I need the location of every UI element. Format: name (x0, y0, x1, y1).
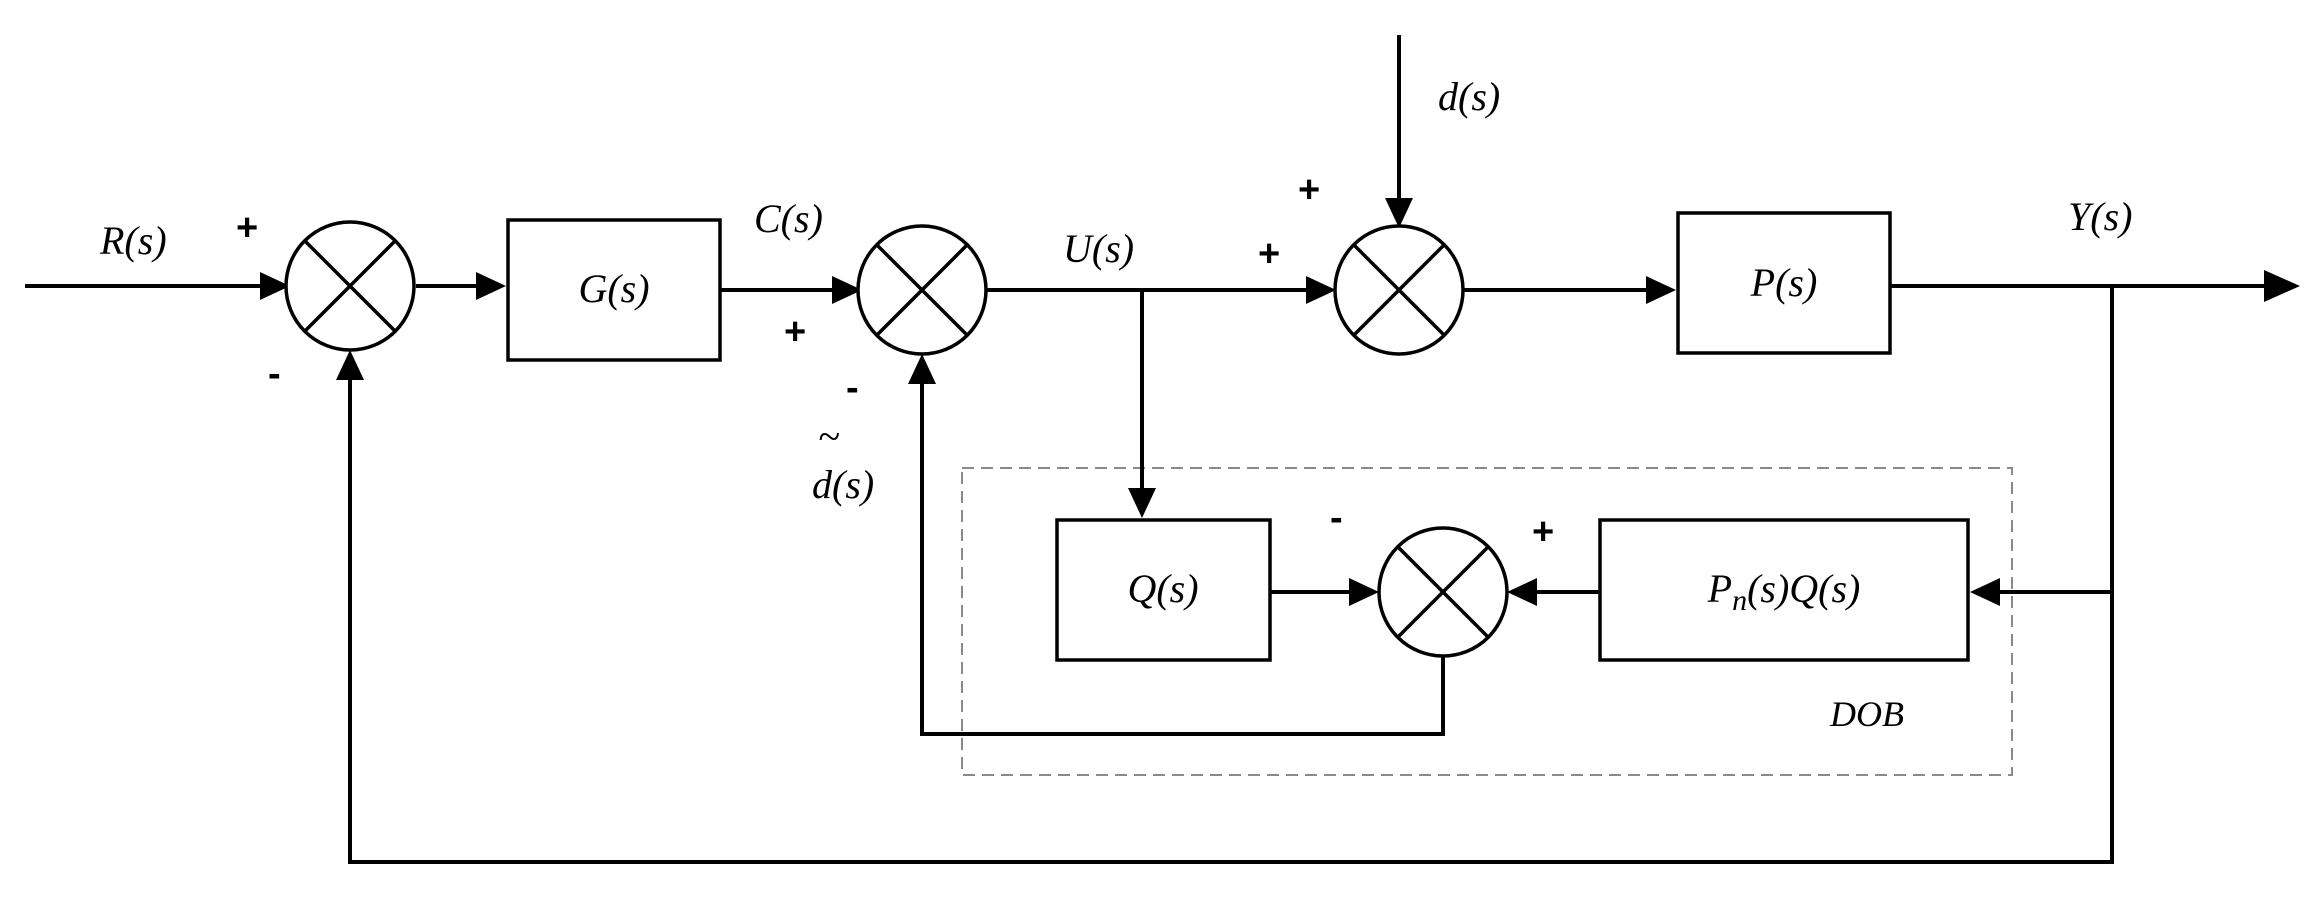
sign-sum3-input: + (1258, 233, 1280, 275)
arrow-into-g (476, 272, 506, 300)
sign-sum2-input: + (784, 311, 806, 353)
arrow-q-into-sum4 (1349, 578, 1379, 606)
sum-junction-1 (284, 220, 416, 352)
block-q-label: Q(s) (1127, 566, 1198, 611)
dob-label: DOB (1829, 694, 1904, 734)
signal-r-label: R(s) (99, 218, 167, 263)
signal-u-label: U(s) (1063, 226, 1134, 271)
block-g (506, 218, 722, 362)
block-pnq (1598, 518, 1970, 662)
sum-junction-2 (856, 224, 988, 356)
sign-sum1-input: + (236, 207, 258, 249)
dob-boundary (961, 467, 2013, 776)
sum-junction-4 (1377, 526, 1509, 658)
sign-sum3-disturbance: + (1298, 169, 1320, 211)
arrow-disturbance (1385, 198, 1413, 228)
sum-junction-3 (1333, 224, 1465, 356)
block-pnq-subscript: n (1732, 584, 1747, 617)
wire-dhat-feedback (920, 364, 1445, 736)
wire-outer-feedback (348, 286, 2114, 864)
block-p (1676, 211, 1892, 355)
signal-d-label: d(s) (1438, 74, 1500, 119)
block-q (1055, 518, 1272, 662)
arrow-into-sum1 (260, 272, 290, 300)
arrow-into-q (1128, 488, 1156, 518)
arrow-output (2264, 270, 2300, 302)
arrow-into-pnq (1970, 578, 2000, 606)
sign-sum2-feedback: - (846, 367, 859, 409)
block-p-label: P(s) (1750, 260, 1818, 305)
signal-dhat-label: d(s) (812, 462, 874, 507)
arrow-into-p (1646, 276, 1676, 304)
block-pnq-suffix: (s)Q(s) (1747, 566, 1860, 611)
sign-sum4-q: - (1330, 497, 1343, 539)
arrow-into-sum2 (832, 276, 862, 304)
sign-sum1-feedback: - (268, 353, 281, 395)
block-g-label: G(s) (578, 266, 649, 311)
arrow-outer-feedback (336, 350, 364, 380)
sign-sum4-pnq: + (1532, 511, 1554, 553)
block-pnq-label: Pn(s)Q(s) (1707, 566, 1861, 617)
block-pnq-prefix: P (1707, 566, 1732, 611)
signal-dhat-accent: ~ (818, 414, 840, 459)
signal-c-label: C(s) (754, 196, 823, 241)
arrow-dhat-into-sum2 (908, 354, 936, 384)
signal-y-label: Y(s) (2068, 194, 2132, 239)
arrow-pnq-into-sum4 (1507, 578, 1537, 606)
arrow-into-sum3 (1306, 276, 1336, 304)
